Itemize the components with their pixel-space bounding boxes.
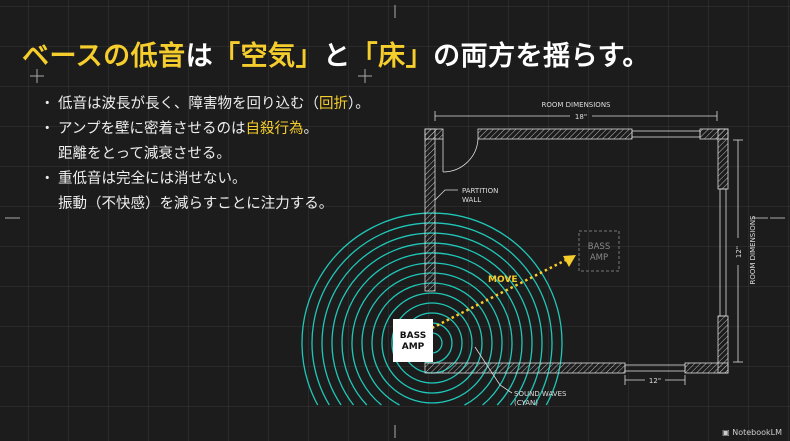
height-label: 12" [735,246,743,258]
title-part: 「床」 [350,41,434,72]
ghost-amp-label-1: BASS [588,242,610,252]
move-label: MOVE [488,275,517,285]
bullet-item: 重低音は完全には消せない。 [40,167,370,192]
slide-title: ベースの低音は「空気」と「床」の両方を揺らす。 [22,34,650,73]
sound-waves-label-1: SOUND WAVES [514,390,567,398]
notebooklm-logo: ▣ NotebookLM [722,428,782,437]
sound-wave-ring [391,302,473,384]
sound-waves-label-2: (CYAN) [514,399,538,407]
bullet-continuation: 振動（不快感）を減らすことに注力する。 [58,196,334,212]
bullet-text: 低音は波長が長く、障害物を回り込む（ [58,96,319,112]
bullet-text: 重低音は完全には消せない。 [58,171,247,187]
bullet-list: 低音は波長が長く、障害物を回り込む（回折）。 アンプを壁に密着させるのは自殺行為… [40,92,370,217]
dimension-lines [434,111,743,394]
bullet-continuation: 距離をとって減衰させる。 [58,146,231,162]
title-part: の両方を揺らす。 [433,41,650,72]
bass-amp [393,319,433,362]
bullet-text: 。 [303,121,318,137]
title-part: 「空気」 [213,41,324,72]
room-dimensions-side-label: ROOM DIMENSIONS [749,215,757,285]
bullet-text: ）。 [348,96,370,112]
partition-label-2: WALL [462,196,481,204]
branding-text: NotebookLM [732,428,782,437]
move-arrow [431,258,567,330]
bullet-item: アンプを壁に密着させるのは自殺行為。 [40,117,370,142]
crosshair-marks [5,5,785,438]
sound-wave-ring [381,292,483,394]
title-part: と [323,41,351,72]
arrow-head-icon [563,255,576,267]
bullet-highlight: 回折 [319,96,348,112]
ghost-amp-target [578,230,620,272]
title-part: は [185,41,214,72]
bullet-item: 低音は波長が長く、障害物を回り込む（回折）。 [40,92,370,117]
width-label: 18" [575,113,587,121]
partition-label-1: PARTITION [462,187,498,195]
room-dimensions-top-label: ROOM DIMENSIONS [542,101,612,109]
walls [424,128,729,374]
ghost-amp-label-2: AMP [590,253,608,263]
bass-amp-label-1: BASS [400,331,426,341]
bullet-text: アンプを壁に密着させるのは [58,121,246,137]
window-width-label: 12" [649,377,661,385]
title-part: ベースの低音 [22,41,186,72]
bass-amp-label-2: AMP [402,342,425,352]
bullet-highlight: 自殺行為 [245,121,304,137]
